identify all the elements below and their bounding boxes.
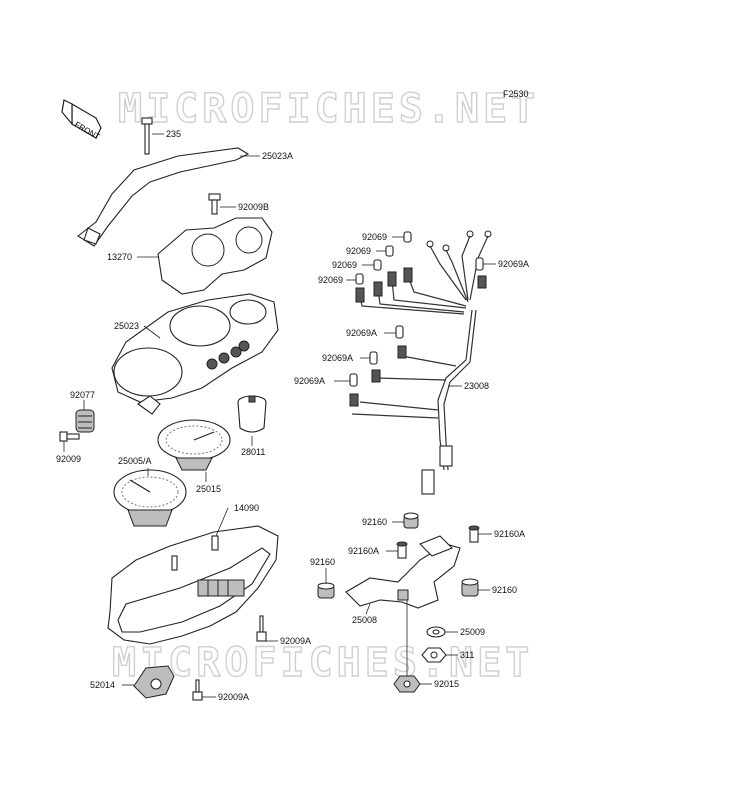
part-label-92077: 92077 — [70, 390, 95, 400]
part-label-92009: 92009 — [56, 454, 81, 464]
cup-28011-icon — [237, 395, 267, 433]
part-label-92160-top: 92160 — [362, 517, 387, 527]
collar-92160a-right-icon — [468, 525, 480, 543]
grommet-92160-right-icon — [461, 578, 479, 597]
part-label-92069A-3: 92069A — [294, 376, 325, 386]
part-label-92069-3: 92069 — [332, 260, 357, 270]
part-label-92009A-1: 92009A — [280, 636, 311, 646]
bulb-92069a-right-icon — [475, 257, 484, 271]
part-label-311: 311 — [460, 650, 474, 660]
grommet-92160-left-icon — [317, 582, 335, 599]
bulb-92069-1-icon — [403, 231, 412, 243]
part-label-25009: 25009 — [460, 627, 485, 637]
screw-92009a-lower-icon — [192, 679, 203, 701]
part-label-92069-1: 92069 — [362, 232, 387, 242]
upper-cover-tab — [83, 227, 101, 245]
part-label-92069A-2: 92069A — [322, 353, 353, 363]
grommet-92160-top-icon — [403, 512, 419, 529]
nut-311-icon — [421, 647, 447, 663]
part-label-25008: 25008 — [352, 615, 377, 625]
part-label-92009B: 92009B — [238, 202, 269, 212]
meter-case-25023 — [111, 293, 279, 415]
washer-25009-icon — [426, 626, 446, 638]
part-label-92069A-1: 92069A — [346, 328, 377, 338]
part-label-92160-left: 92160 — [310, 557, 335, 567]
part-label-92069-4: 92069 — [318, 275, 343, 285]
part-label-235: 235 — [166, 129, 181, 139]
part-label-25015: 25015 — [196, 484, 221, 494]
grommet-92077-icon — [75, 409, 95, 433]
bulb-92069-3-icon — [373, 259, 382, 271]
collar-92160a-left-icon — [396, 541, 408, 559]
front-arrow-icon: FRONT — [61, 99, 102, 142]
screw-92009a-upper-icon — [256, 615, 267, 642]
bracket-25008 — [345, 535, 461, 609]
part-label-92160-right: 92160 — [492, 585, 517, 595]
screw-92009-icon — [59, 431, 80, 442]
nut-92015-icon — [393, 675, 421, 693]
gauge-25015 — [157, 419, 231, 471]
part-label-92009A-2: 92009A — [218, 692, 249, 702]
part-label-92069-2: 92069 — [346, 246, 371, 256]
bracket-52014 — [133, 665, 175, 699]
part-label-14090: 14090 — [234, 503, 259, 513]
part-label-25023: 25023 — [114, 321, 139, 331]
part-label-92069A-right: 92069A — [498, 259, 529, 269]
bulb-92069-2-icon — [385, 245, 394, 257]
part-label-13270: 13270 — [107, 252, 132, 262]
part-label-25023A: 25023A — [262, 151, 293, 161]
bulb-92069a-2-icon — [369, 351, 378, 365]
part-label-92015: 92015 — [434, 679, 459, 689]
bulb-92069a-1-icon — [395, 325, 404, 339]
watermark-bottom: MICROFICHES.NET — [112, 640, 533, 686]
lower-case-14090 — [107, 525, 279, 645]
part-label-92160A-left: 92160A — [348, 546, 379, 556]
part-label-28011: 28011 — [241, 447, 265, 457]
gasket-13270 — [157, 217, 273, 295]
harness-connector-b — [439, 445, 453, 467]
watermark-top: MICROFICHES.NET — [118, 86, 539, 132]
bulb-92069-4-icon — [355, 273, 364, 285]
figure-code: F2530 — [503, 89, 529, 99]
part-label-25005A: 25005/A — [118, 456, 152, 466]
harness-connector-a — [421, 469, 435, 495]
screw-92009b-icon — [208, 193, 221, 215]
bulb-92069a-3-icon — [349, 373, 358, 387]
part-label-92160A-right: 92160A — [494, 529, 525, 539]
wiring-harness-23008 — [349, 230, 492, 495]
part-label-52014: 52014 — [90, 680, 115, 690]
part-label-23008: 23008 — [464, 381, 489, 391]
gauge-25005a — [113, 469, 187, 527]
bolt-235-icon — [141, 117, 153, 155]
